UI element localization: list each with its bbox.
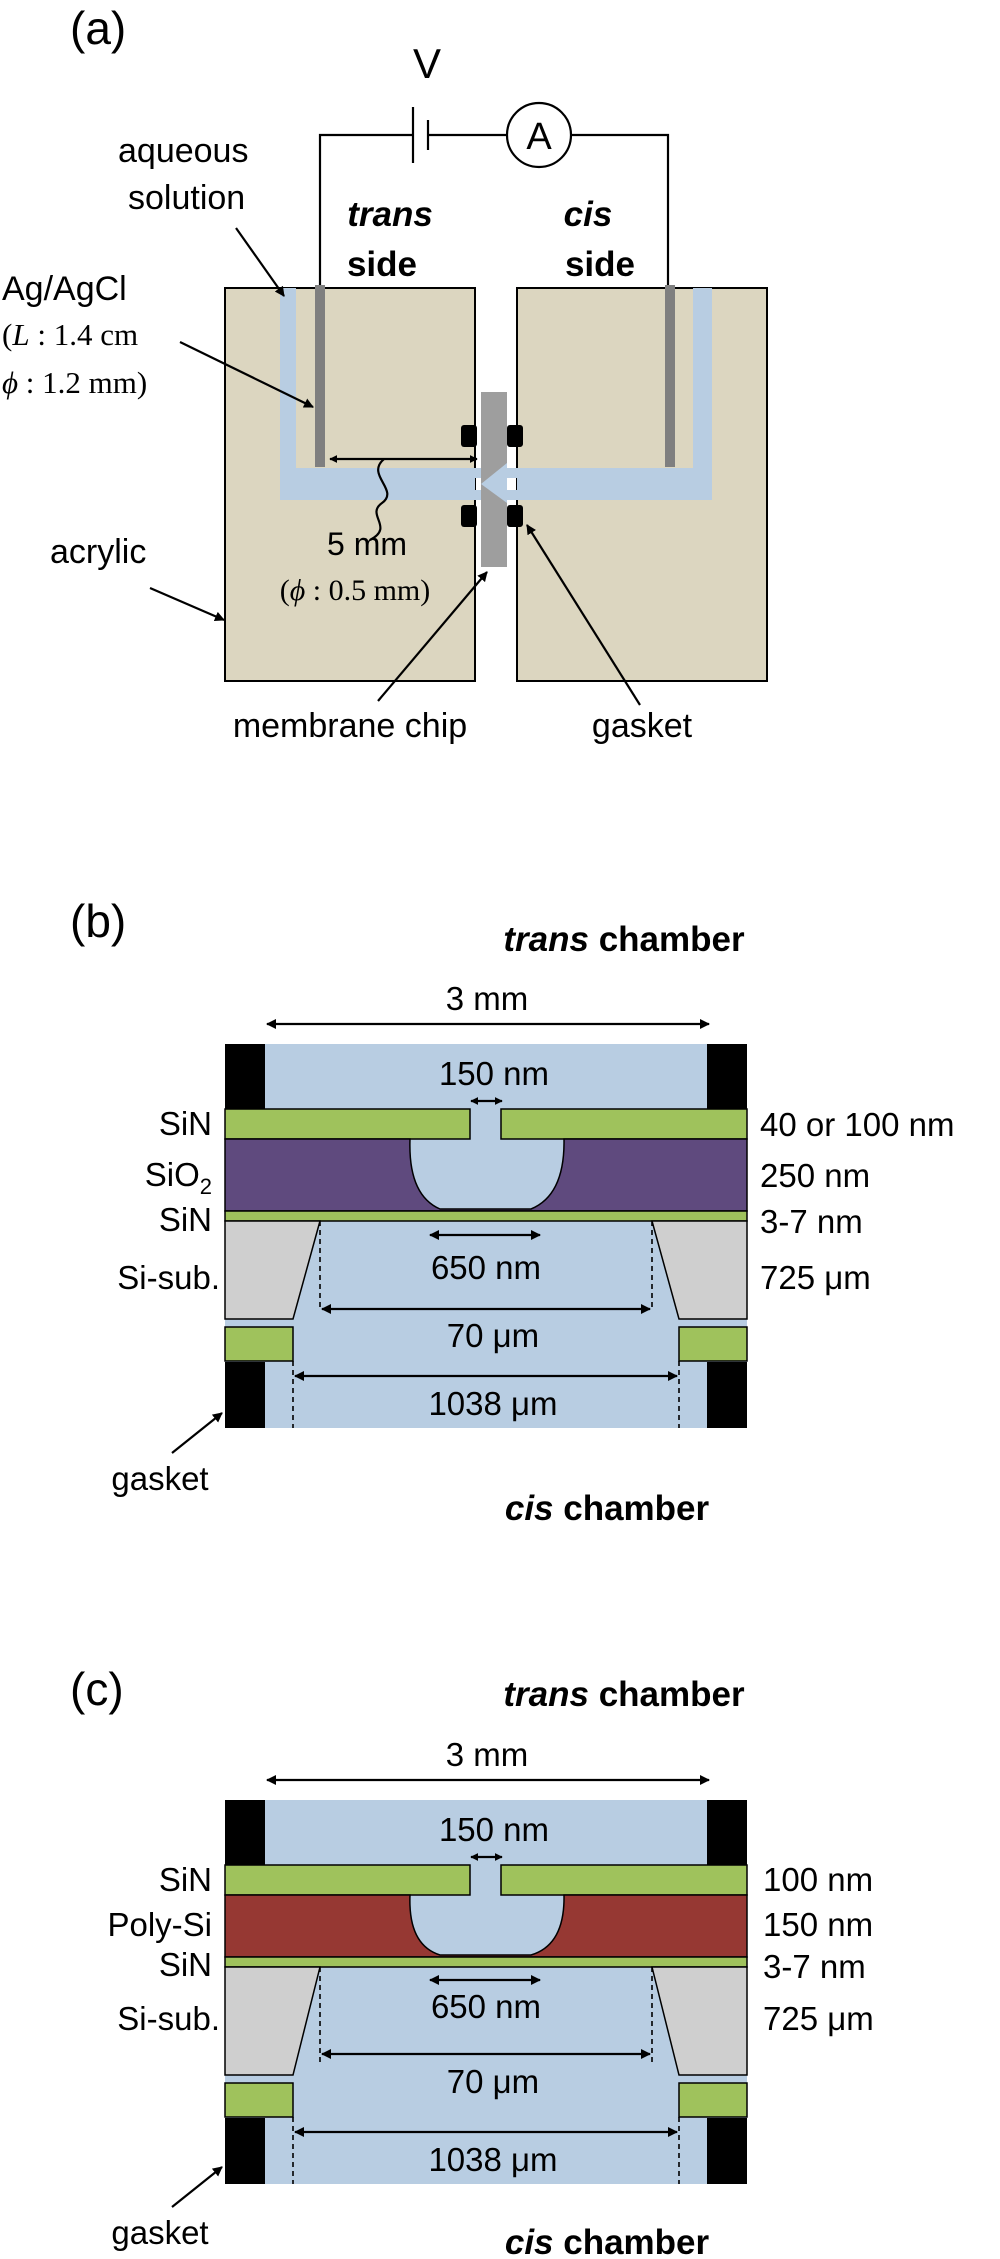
- trans-chamber-label-c: trans chamber: [503, 1675, 745, 1714]
- sin-top-left-b: [224, 1108, 471, 1140]
- chip-arrow: [377, 571, 488, 702]
- gasket-c-label: gasket: [111, 2214, 208, 2251]
- pore-label-c: 150 nm: [439, 1811, 549, 1848]
- thickness-b-3: 3-7 nm: [760, 1203, 863, 1240]
- aqueous-arrow: [235, 227, 285, 297]
- d2-label-c: 70 μm: [447, 2063, 539, 2100]
- panel-b-label: (b): [70, 895, 126, 947]
- gasket-a-1: [461, 425, 477, 447]
- thickness-b-1: 40 or 100 nm: [760, 1106, 954, 1143]
- gasket-c-bottom-left: [225, 2118, 265, 2184]
- circuit-wire-right: [571, 133, 670, 285]
- cis-side-label: side: [565, 245, 635, 284]
- thickness-b-4: 725 μm: [760, 1259, 871, 1296]
- trans-chamber-label-b: trans chamber: [503, 920, 745, 959]
- layer-name-b-2: SiO2: [145, 1156, 212, 1199]
- aqueous-label-2: solution: [128, 179, 245, 217]
- gasket-a-4: [507, 505, 523, 527]
- aqueous-label-1: aqueous: [118, 132, 248, 170]
- polysi-layer-c: [224, 1894, 748, 1958]
- panel-b: (b) trans chamber 3 mm 150 nm 650 n: [70, 895, 954, 1528]
- si-sub-right-c: [651, 1966, 748, 2076]
- layer-name-c-2: Poly-Si: [107, 1906, 212, 1943]
- ag-agcl-electrode-left: [315, 285, 325, 467]
- layer-name-c-1: SiN: [159, 1861, 212, 1898]
- thickness-b-2: 250 nm: [760, 1157, 870, 1194]
- distance-leader: [369, 458, 389, 541]
- membrane-notch: [481, 463, 507, 503]
- layer-name-c-4: Si-sub.: [117, 2000, 220, 2037]
- sio2-layer-b: [224, 1138, 748, 1212]
- sin-bottom-right-b: [678, 1326, 748, 1362]
- sin-thin-b: [224, 1210, 748, 1222]
- agcl-diameter: ϕ : 1.2 mm): [2, 365, 147, 400]
- agcl-arrow: [179, 341, 314, 408]
- acrylic-arrow: [149, 586, 225, 622]
- trans-side-word: trans: [347, 195, 433, 234]
- thickness-c-1: 100 nm: [763, 1861, 873, 1898]
- ag-agcl-electrode-right: [665, 285, 675, 467]
- gasket-a-2: [507, 425, 523, 447]
- cis-chamber-label-c: cis chamber: [505, 2223, 710, 2259]
- sin-thin-c: [224, 1956, 748, 1968]
- solution-channel-right: [517, 288, 712, 500]
- si-sub-left-b: [224, 1220, 321, 1320]
- cis-side-word: cis: [564, 195, 613, 234]
- layer-name-b-4: Si-sub.: [117, 1259, 220, 1296]
- membrane-chip-label: membrane chip: [233, 707, 467, 745]
- layer-name-b-1: SiN: [159, 1105, 212, 1142]
- cis-chamber-label-b: cis chamber: [505, 1489, 710, 1528]
- layer-name-c-3: SiN: [159, 1946, 212, 1983]
- panel-c-label: (c): [70, 1663, 124, 1715]
- gasket-a-arrow: [526, 524, 641, 706]
- d1-label-c: 650 nm: [431, 1988, 541, 2025]
- sin-bottom-right-c: [678, 2082, 748, 2118]
- channel-diameter: (ϕ : 0.5 mm): [280, 574, 431, 607]
- sin-top-right-c: [500, 1864, 748, 1896]
- si-sub-left-c: [224, 1966, 321, 2076]
- d2-label-b: 70 μm: [447, 1317, 539, 1354]
- trans-side-label: side: [347, 245, 417, 284]
- thickness-c-4: 725 μm: [763, 2000, 874, 2037]
- panel-a: (a) A V trans side cis s: [2, 2, 768, 745]
- sin-top-right-b: [500, 1108, 748, 1140]
- sin-bottom-left-b: [224, 1326, 294, 1362]
- circuit-wire: [318, 133, 413, 285]
- gasket-a-label: gasket: [592, 707, 693, 745]
- sin-top-left-c: [224, 1864, 471, 1896]
- gasket-c-bottom-right: [707, 2118, 747, 2184]
- gasket-b-label: gasket: [111, 1460, 208, 1497]
- d3-label-c: 1038 μm: [428, 2141, 557, 2178]
- gasket-b-bottom-right: [707, 1362, 747, 1428]
- pore-label-b: 150 nm: [439, 1055, 549, 1092]
- layer-name-b-3: SiN: [159, 1201, 212, 1238]
- d1-label-b: 650 nm: [431, 1249, 541, 1286]
- sin-bottom-left-c: [224, 2082, 294, 2118]
- gasket-a-3: [461, 505, 477, 527]
- thickness-c-3: 3-7 nm: [763, 1948, 866, 1985]
- panel-a-label: (a): [70, 2, 126, 54]
- width-label-b: 3 mm: [446, 980, 529, 1017]
- gasket-b-arrow: [171, 1412, 223, 1454]
- si-sub-right-b: [651, 1220, 748, 1320]
- d3-label-b: 1038 μm: [428, 1385, 557, 1422]
- voltage-label: V: [413, 40, 441, 87]
- acrylic-label: acrylic: [50, 533, 146, 571]
- agcl-length: (L : 1.4 cm: [2, 317, 138, 352]
- agcl-label: Ag/AgCl: [2, 270, 127, 308]
- distance-label: 5 mm: [327, 526, 407, 562]
- gasket-c-arrow: [171, 2166, 223, 2208]
- ammeter-label: A: [526, 116, 552, 158]
- panel-c: (c) trans chamber 3 mm 150 nm 650 nm 70 …: [70, 1663, 874, 2259]
- solution-channel-left: [280, 288, 475, 500]
- gasket-b-bottom-left: [225, 1362, 265, 1428]
- thickness-c-2: 150 nm: [763, 1906, 873, 1943]
- width-label-c: 3 mm: [446, 1736, 529, 1773]
